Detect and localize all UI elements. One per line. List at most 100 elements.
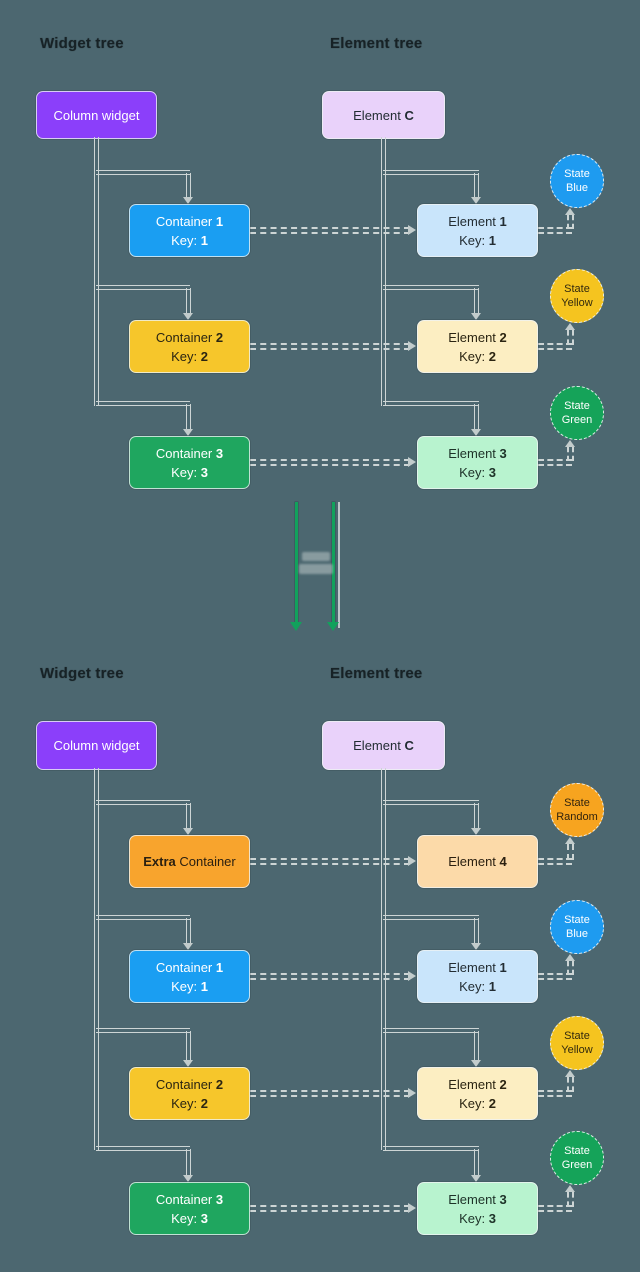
branch-stub xyxy=(474,1031,479,1060)
branch-connector xyxy=(96,1146,190,1151)
arrowhead-right-icon xyxy=(408,971,416,981)
container-3-box: Container 3 Key: 3 xyxy=(129,1182,250,1235)
arrowhead-down-icon xyxy=(183,1060,193,1067)
arrowhead-down-icon xyxy=(471,828,481,835)
branch-stub xyxy=(474,404,479,429)
arrowhead-up-icon xyxy=(565,440,575,447)
branch-stub xyxy=(186,918,191,943)
branch-stub xyxy=(186,803,191,828)
container-3-box: Container 3 Key: 3 xyxy=(129,436,250,489)
widget-tree-title: Widget tree xyxy=(40,665,124,682)
column-widget-box: Column widget xyxy=(36,721,157,770)
widget-element-link xyxy=(250,343,410,350)
branch-stub xyxy=(186,173,191,197)
state-yellow-badge: State Yellow xyxy=(550,1016,604,1070)
element-state-stub xyxy=(567,215,574,229)
element-label: Element 3 xyxy=(448,445,507,461)
element-key: Key: 1 xyxy=(459,232,496,248)
container-key: Key: 3 xyxy=(171,464,208,480)
arrowhead-right-icon xyxy=(408,457,416,467)
arrowhead-down-icon xyxy=(471,1060,481,1067)
transition-arrow-line xyxy=(332,502,335,623)
container-label: Container 3 xyxy=(155,445,224,461)
arrowhead-down-icon xyxy=(471,943,481,950)
transition-arrow-line xyxy=(295,502,298,623)
branch-stub xyxy=(474,173,479,197)
branch-stub xyxy=(474,1149,479,1175)
column-widget-label: Column widget xyxy=(53,738,140,753)
branch-connector xyxy=(383,915,479,920)
element-tree-title: Element tree xyxy=(330,665,423,682)
element-state-link xyxy=(538,459,572,466)
state-green-badge: State Green xyxy=(550,386,604,440)
branch-stub xyxy=(474,918,479,943)
element-label: Element 4 xyxy=(448,854,507,869)
state-green-badge: State Green xyxy=(550,1131,604,1185)
arrowhead-down-icon xyxy=(183,313,193,320)
widget-element-link xyxy=(250,973,410,980)
arrowhead-down-icon xyxy=(471,1175,481,1182)
element-label: Element 2 xyxy=(448,329,507,345)
arrowhead-right-icon xyxy=(408,1088,416,1098)
illegible-caption xyxy=(299,564,333,574)
element-c-label: Element C xyxy=(353,107,414,123)
arrowhead-right-icon xyxy=(408,1203,416,1213)
branch-connector xyxy=(383,285,479,290)
element-1-box: Element 1 Key: 1 xyxy=(417,204,538,257)
element-state-stub xyxy=(567,330,574,345)
element-state-link xyxy=(538,1090,572,1097)
arrowhead-down-icon xyxy=(183,1175,193,1182)
arrowhead-down-icon xyxy=(471,429,481,436)
state-random-badge: State Random xyxy=(550,783,604,837)
element-label: Element 3 xyxy=(448,1191,507,1207)
element-c-box: Element C xyxy=(322,721,445,770)
element-state-link xyxy=(538,343,572,350)
container-label: Container 2 xyxy=(155,329,224,345)
arrowhead-down-icon xyxy=(471,197,481,204)
branch-stub xyxy=(474,288,479,313)
arrowhead-up-icon xyxy=(565,954,575,961)
element-state-stub xyxy=(567,1192,574,1207)
container-1-box: Container 1 Key: 1 xyxy=(129,950,250,1003)
element-key: Key: 1 xyxy=(459,978,496,994)
container-2-box: Container 2 Key: 2 xyxy=(129,1067,250,1120)
arrowhead-down-icon xyxy=(183,943,193,950)
element-state-stub xyxy=(567,447,574,461)
widget-element-link xyxy=(250,858,410,865)
transition-arrowhead-icon xyxy=(327,622,339,631)
widget-element-link xyxy=(250,459,410,466)
branch-connector xyxy=(96,401,190,406)
transition-arrowhead-icon xyxy=(290,622,302,631)
branch-stub xyxy=(186,288,191,313)
branch-connector xyxy=(383,1028,479,1033)
element-2-box: Element 2 Key: 2 xyxy=(417,320,538,373)
element-3-box: Element 3 Key: 3 xyxy=(417,436,538,489)
element-state-stub xyxy=(567,961,574,975)
element-key: Key: 2 xyxy=(459,348,496,364)
extra-container-box: Extra Container xyxy=(129,835,250,888)
container-label: Container 1 xyxy=(155,213,224,229)
branch-connector xyxy=(96,915,190,920)
container-key: Key: 2 xyxy=(171,348,208,364)
container-label: Container 1 xyxy=(155,959,224,975)
element-key: Key: 2 xyxy=(459,1095,496,1111)
element-label: Element 1 xyxy=(448,959,507,975)
container-1-box: Container 1 Key: 1 xyxy=(129,204,250,257)
arrowhead-up-icon xyxy=(565,1070,575,1077)
state-blue-badge: State Blue xyxy=(550,900,604,954)
transition-guide-line xyxy=(338,502,340,628)
widget-element-link xyxy=(250,1090,410,1097)
branch-connector xyxy=(383,800,479,805)
element-3-box: Element 3 Key: 3 xyxy=(417,1182,538,1235)
branch-connector xyxy=(383,170,479,175)
arrowhead-down-icon xyxy=(183,429,193,436)
arrowhead-up-icon xyxy=(565,1185,575,1192)
container-label: Container 3 xyxy=(155,1191,224,1207)
element-state-link xyxy=(538,1205,572,1212)
branch-stub xyxy=(474,803,479,828)
container-2-box: Container 2 Key: 2 xyxy=(129,320,250,373)
element-2-box: Element 2 Key: 2 xyxy=(417,1067,538,1120)
state-blue-badge: State Blue xyxy=(550,154,604,208)
widget-element-link xyxy=(250,227,410,234)
